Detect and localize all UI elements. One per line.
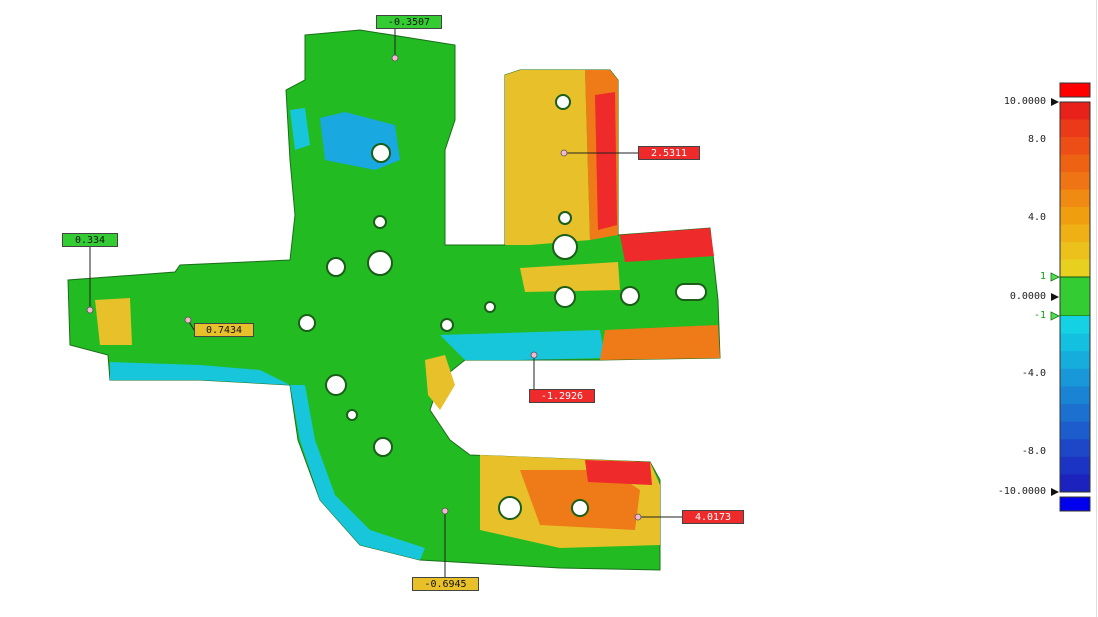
legend-band xyxy=(1060,404,1090,423)
region-cyan-midbar xyxy=(440,330,605,360)
legend-band xyxy=(1060,421,1090,440)
region-cyan-left xyxy=(110,362,290,385)
legend-band xyxy=(1060,439,1090,458)
legend-min-label: -10.0000 xyxy=(997,486,1046,497)
callout-lower-right[interactable]: 4.0173 xyxy=(682,510,744,524)
legend-max-label: 10.0000 xyxy=(1003,96,1046,107)
point-lower-right[interactable] xyxy=(634,513,642,521)
legend-band xyxy=(1060,154,1090,173)
region-red-right-column xyxy=(595,92,617,230)
point-mid-left[interactable] xyxy=(184,316,192,324)
region-yellow-lower-inner xyxy=(425,355,455,410)
region-cyan-blue-left xyxy=(290,108,310,150)
callout-mid-left[interactable]: 0.7434 xyxy=(194,323,254,337)
legend-band xyxy=(1060,259,1090,278)
callout-bottom[interactable]: -0.6945 xyxy=(412,577,479,591)
legend-border xyxy=(1059,101,1091,493)
slot-hole xyxy=(675,283,707,301)
legend-tick-8: 8.0 xyxy=(1027,134,1046,145)
legend-tick-4: 4.0 xyxy=(1027,212,1046,223)
legend-band xyxy=(1060,224,1090,243)
point-upper-right[interactable] xyxy=(560,149,568,157)
point-mid-right[interactable] xyxy=(530,351,538,359)
point-top[interactable] xyxy=(391,54,399,62)
legend-tick-neg8: -8.0 xyxy=(1021,446,1046,457)
region-yellow-left-end xyxy=(95,298,132,345)
legend-band xyxy=(1060,119,1090,138)
legend-band xyxy=(1060,137,1090,155)
region-red-lower-arm xyxy=(585,460,652,485)
callout-leaders xyxy=(89,29,682,577)
region-yellow-right-column xyxy=(505,70,590,245)
legend-band xyxy=(1060,386,1090,405)
legend-upper-tol-label: 1 xyxy=(1040,271,1047,282)
legend-band xyxy=(1060,172,1090,190)
part-holes xyxy=(298,94,640,520)
callout-left[interactable]: 0.334 xyxy=(62,233,118,247)
part-deviation-colormap[interactable] xyxy=(67,29,721,571)
legend-band xyxy=(1060,333,1090,352)
legend-band xyxy=(1060,189,1090,208)
legend-color-bands xyxy=(1059,101,1091,493)
legend-upper-tol-arrow xyxy=(1050,272,1060,282)
legend-max-arrow xyxy=(1051,98,1059,106)
legend-min-arrow xyxy=(1051,488,1059,496)
region-cyan-lower-arc xyxy=(290,385,425,560)
region-orange-right-tab xyxy=(600,325,720,360)
legend-band xyxy=(1060,316,1090,335)
measurement-points[interactable] xyxy=(86,54,642,521)
point-bottom[interactable] xyxy=(441,507,449,515)
region-red-top-right xyxy=(620,228,714,262)
legend-zero-arrow xyxy=(1051,293,1059,301)
legend-zero-label: 0.0000 xyxy=(1009,291,1046,302)
legend-band xyxy=(1060,351,1090,370)
point-left[interactable] xyxy=(86,306,94,314)
legend-lower-tol-arrow xyxy=(1050,311,1060,321)
legend-lower-tol-label: -1 xyxy=(1034,310,1047,321)
deviation-color-scale xyxy=(1050,82,1091,512)
legend-band-tolerance xyxy=(1059,276,1091,317)
legend-band xyxy=(1060,456,1090,475)
callout-upper-right[interactable]: 2.5311 xyxy=(638,146,700,160)
legend-tick-neg4: -4.0 xyxy=(1021,368,1046,379)
legend-overflow-top-swatch xyxy=(1059,82,1091,98)
legend-band xyxy=(1060,242,1090,260)
callout-top[interactable]: -0.3507 xyxy=(376,15,442,29)
viewport-border xyxy=(1096,0,1097,617)
legend-band xyxy=(1060,102,1090,120)
legend-overflow-bottom-swatch xyxy=(1059,496,1091,512)
callout-mid-right[interactable]: -1.2926 xyxy=(529,389,595,403)
legend-band xyxy=(1060,474,1090,493)
region-yellow-midbar xyxy=(520,262,620,292)
legend-band xyxy=(1060,368,1090,387)
legend-band xyxy=(1060,207,1090,225)
